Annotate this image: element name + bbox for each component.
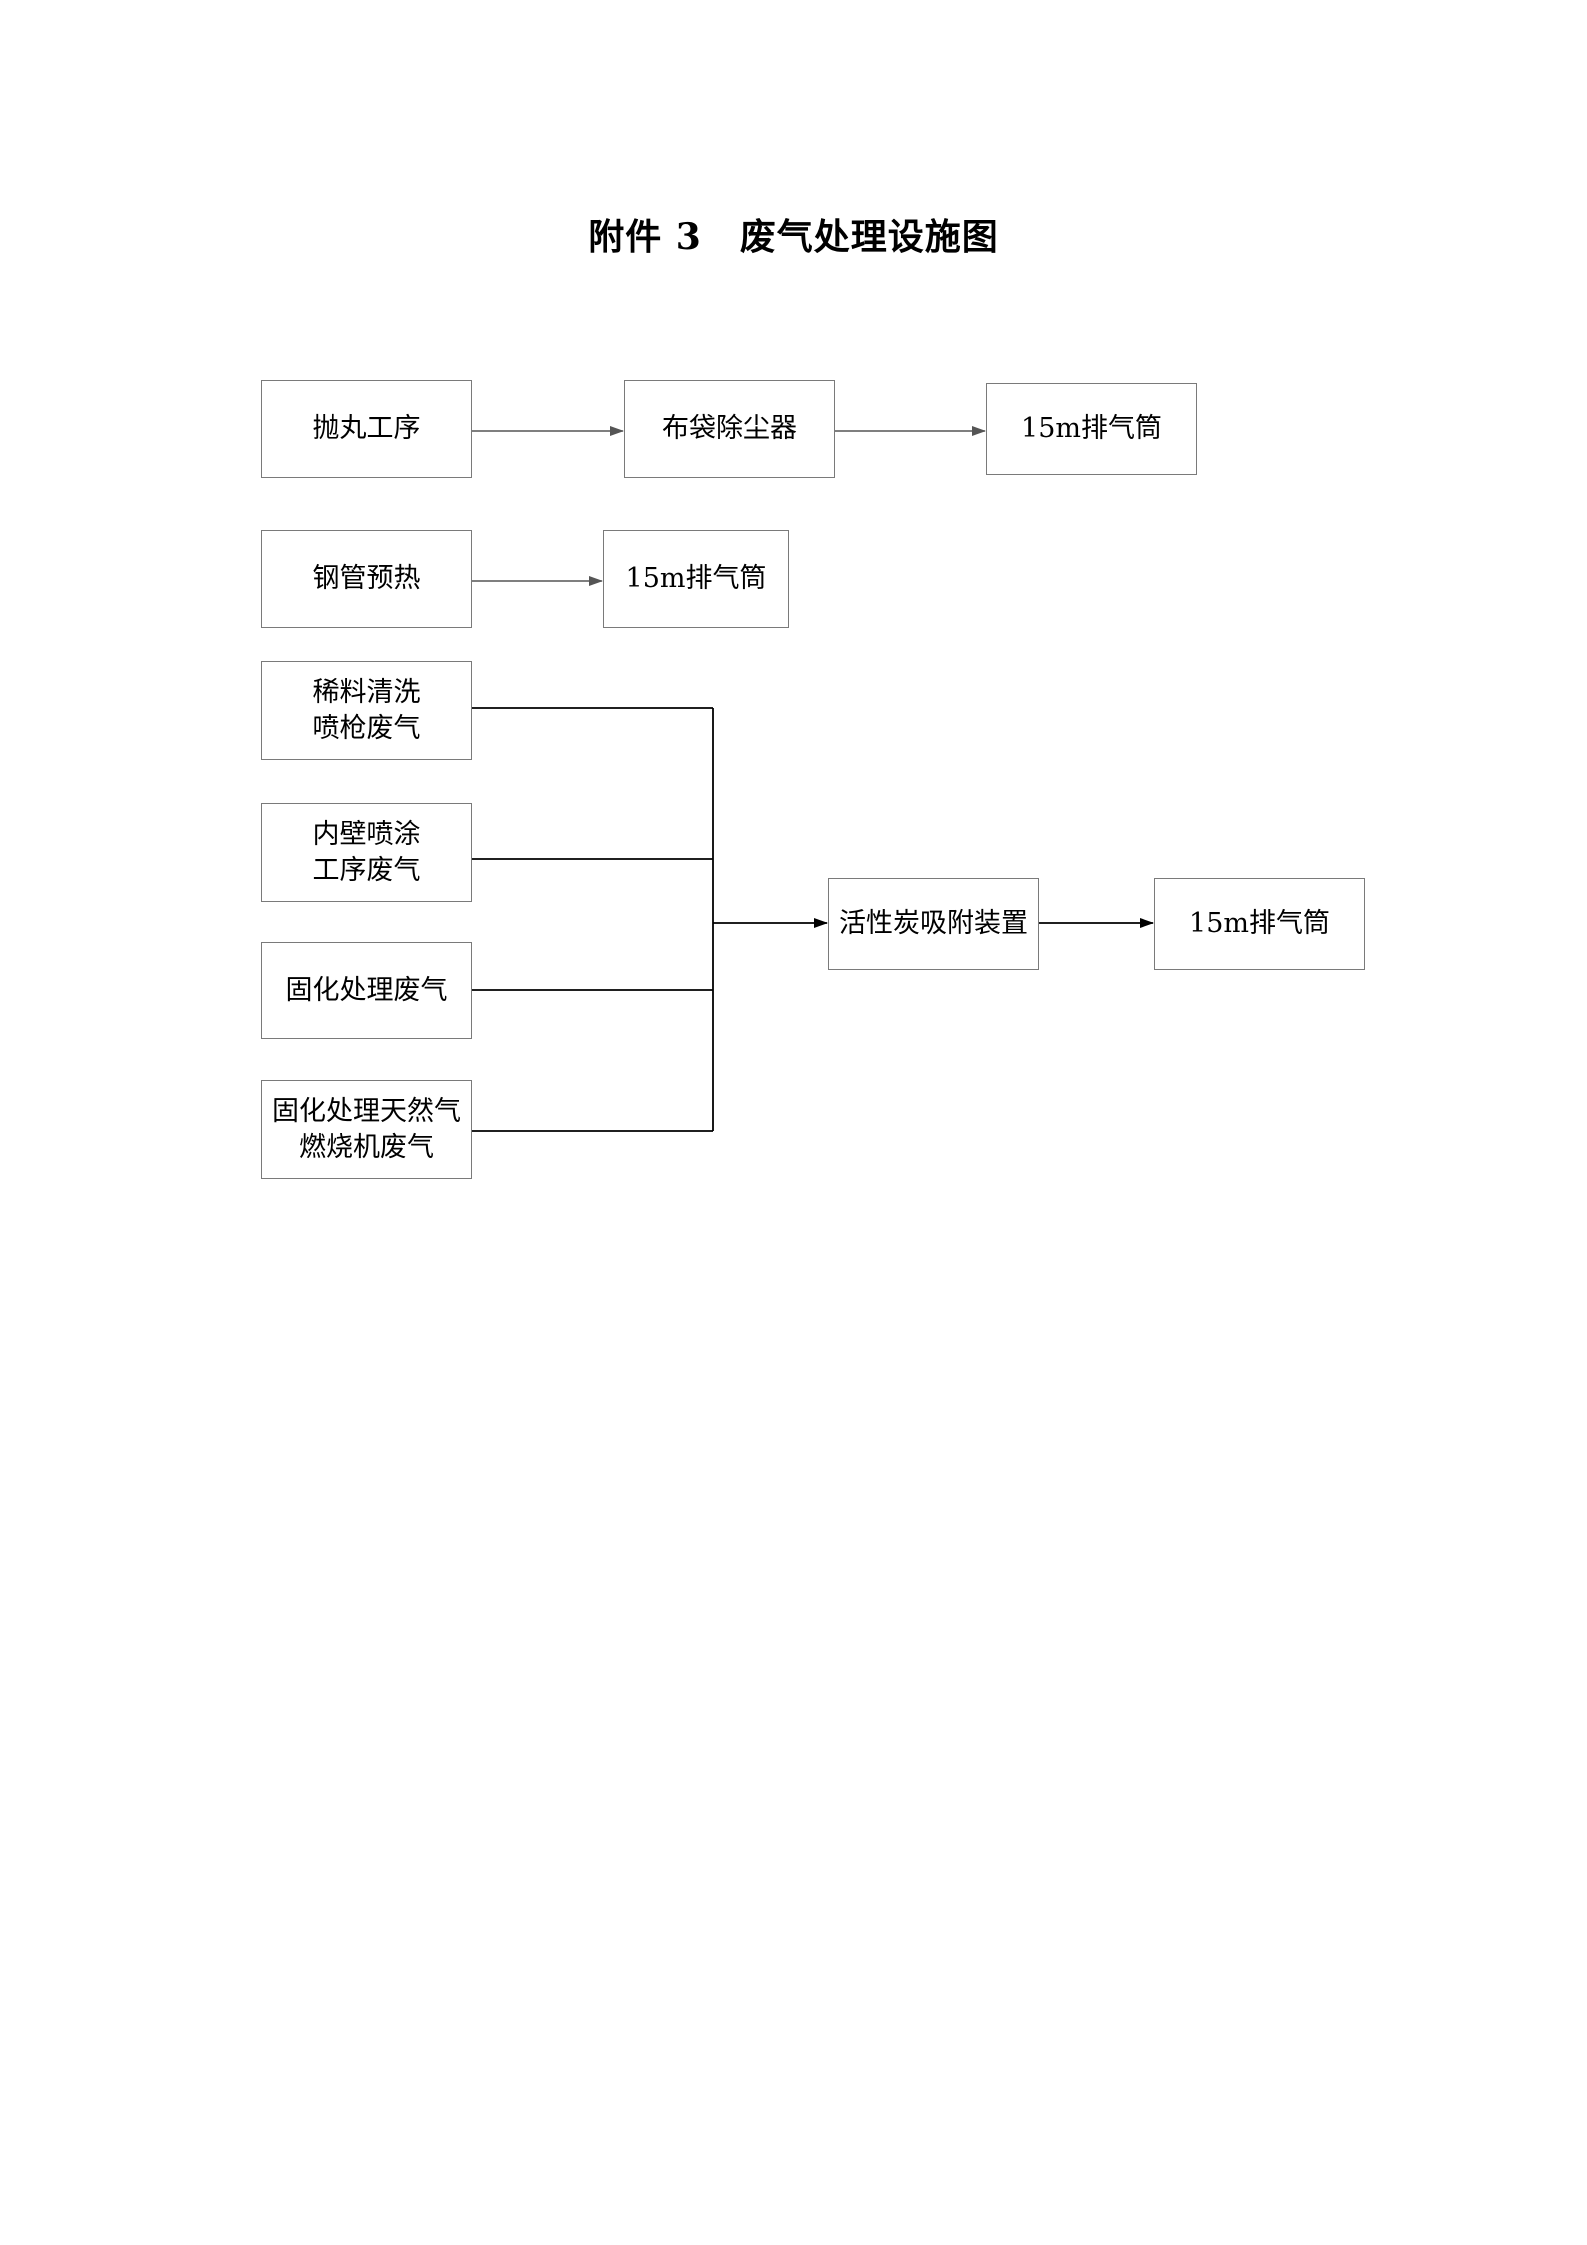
node-pipe-preheat: 钢管预热 bbox=[261, 530, 472, 628]
node-thinner-clean: 稀料清洗 喷枪废气 bbox=[261, 661, 472, 760]
node-stack-3: 15m排气筒 bbox=[1154, 878, 1365, 970]
title-prefix: 附件 3 bbox=[588, 216, 702, 258]
node-stack-2: 15m排气筒 bbox=[603, 530, 789, 628]
node-carbon-adsorb: 活性炭吸附装置 bbox=[828, 878, 1039, 970]
page-title: 附件 3 废气处理设施图 bbox=[0, 208, 1587, 260]
node-bag-filter: 布袋除尘器 bbox=[624, 380, 835, 478]
node-stack-1: 15m排气筒 bbox=[986, 383, 1197, 475]
title-text: 废气处理设施图 bbox=[739, 216, 999, 258]
node-curing: 固化处理废气 bbox=[261, 942, 472, 1039]
node-shot-blast: 抛丸工序 bbox=[261, 380, 472, 478]
node-curing-burner: 固化处理天然气 燃烧机废气 bbox=[261, 1080, 472, 1179]
node-inner-spray: 内壁喷涂 工序废气 bbox=[261, 803, 472, 902]
